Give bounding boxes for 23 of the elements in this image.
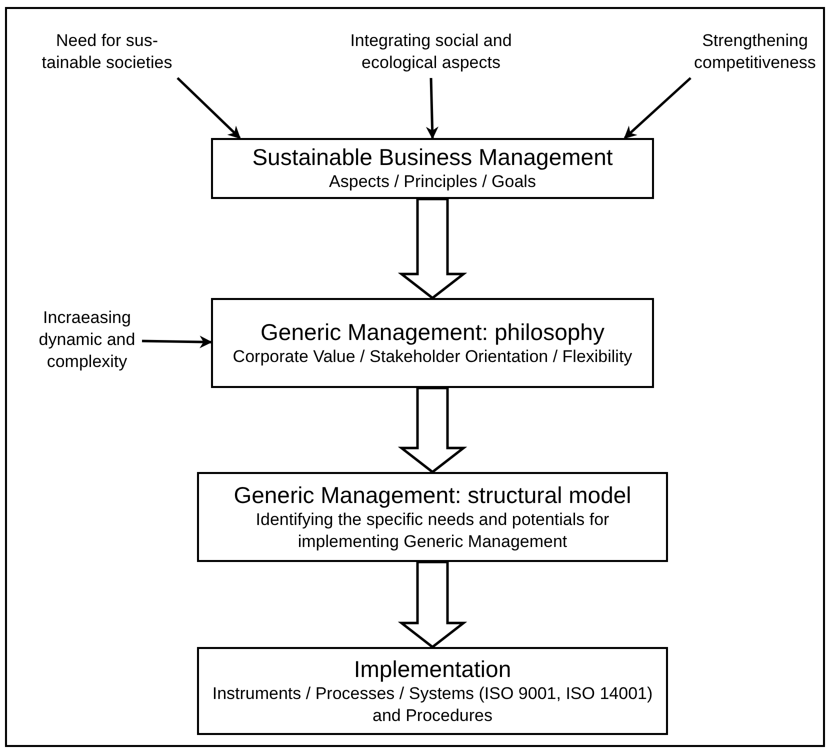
arrow (624, 77, 692, 139)
box-subtitle: Aspects / Principles / Goals (329, 171, 536, 193)
box-title: Generic Management: structural model (234, 482, 632, 508)
box-subtitle: Identifying the specific needs and potentials for implementing Generic Management (254, 508, 610, 552)
block-arrow (398, 198, 468, 300)
box-title: Sustainable Business Management (252, 144, 613, 171)
input-factor-text: Need for sus- tainable societies (40, 30, 174, 74)
process-box (211, 138, 654, 199)
input-factor-text: Integrating social and ecological aspects (349, 30, 513, 74)
box-title: Generic Management: philosophy (260, 318, 604, 346)
process-box (197, 647, 668, 735)
input-factor-text: Strengthening competitiveness (693, 30, 817, 74)
box-subtitle: Instruments / Processes / Systems (ISO 9001, ISO 14001) and Procedures (211, 682, 654, 726)
input-factor-text: Incraeasing dynamic and complexity (38, 307, 136, 373)
box-subtitle: Corporate Value / Stakeholder Orientation / Flexibility (232, 346, 632, 368)
arrow (142, 336, 212, 348)
block-arrow (398, 386, 468, 474)
block-arrow (398, 560, 468, 649)
box-title: Implementation (354, 656, 512, 682)
arrow (426, 78, 438, 140)
process-box (211, 298, 654, 388)
process-box (197, 472, 668, 562)
arrow (176, 77, 241, 139)
